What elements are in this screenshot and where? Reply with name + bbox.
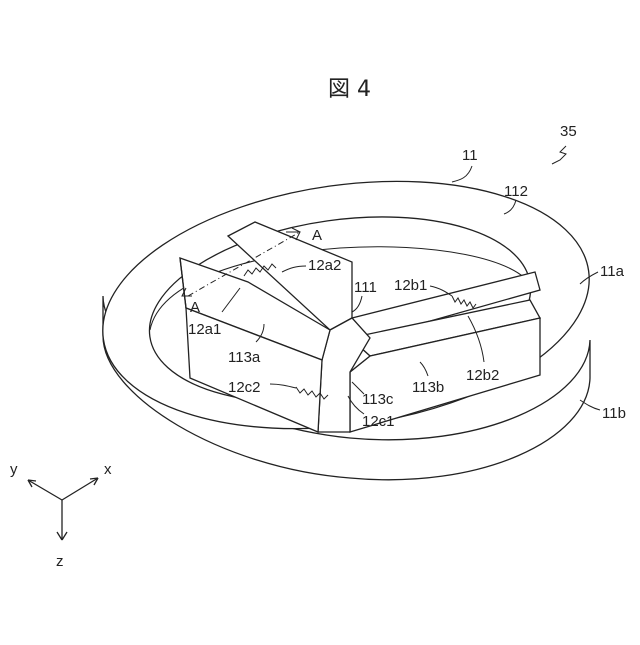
axis-label-x: x — [104, 461, 112, 478]
label-12b2: 12b2 — [466, 367, 499, 384]
axis-label-z: z — [56, 553, 64, 570]
section-label-a-bottom: A — [190, 299, 200, 316]
label-111: 111 — [354, 279, 377, 296]
label-35: 35 — [560, 123, 577, 140]
label-113c: 113c — [362, 391, 394, 408]
axis-y-line — [28, 480, 62, 500]
label-11: 11 — [462, 147, 478, 164]
section-label-a-top: A — [312, 227, 322, 244]
label-112: 112 — [504, 183, 528, 200]
label-12b1: 12b1 — [394, 277, 427, 294]
leader-11 — [452, 166, 472, 182]
leader-11b — [580, 400, 600, 410]
label-11a: 11a — [600, 263, 625, 280]
label-12c1: 12c1 — [362, 413, 395, 430]
label-113a: 113a — [228, 349, 261, 366]
label-11b: 11b — [602, 405, 626, 422]
label-12a2: 12a2 — [308, 257, 341, 274]
leader-35 — [552, 146, 566, 164]
axes-triad: y x z — [10, 461, 112, 570]
label-12c2: 12c2 — [228, 379, 261, 396]
label-113b: 113b — [412, 379, 444, 396]
axis-label-y: y — [10, 461, 18, 478]
label-12a1: 12a1 — [188, 321, 221, 338]
axis-x-line — [62, 478, 98, 500]
figure-title: 図 4 — [328, 77, 371, 102]
